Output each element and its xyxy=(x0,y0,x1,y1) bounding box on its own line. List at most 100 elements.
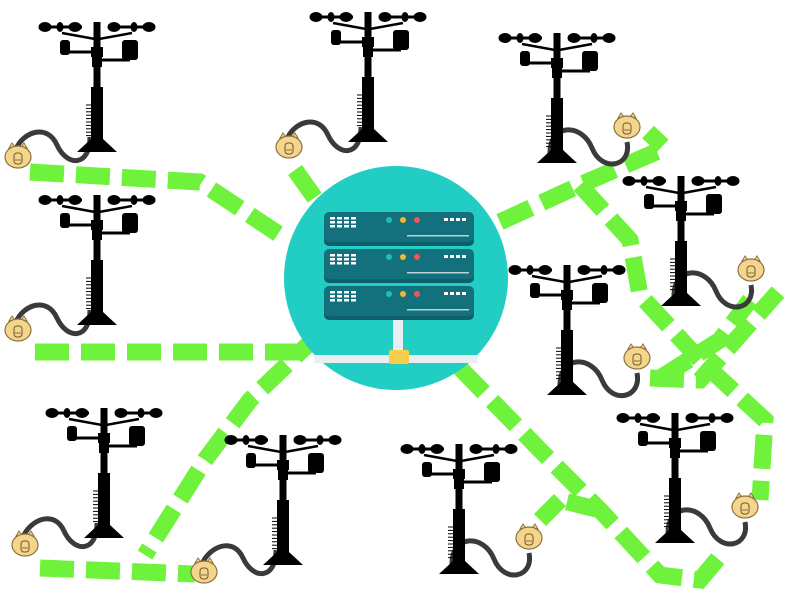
anemometer-cup xyxy=(68,195,82,205)
anemometer-cup xyxy=(75,408,89,418)
anemometer-cup xyxy=(142,195,156,205)
link-3 xyxy=(496,125,681,230)
sensor-right xyxy=(582,51,598,71)
anemometer-cup xyxy=(224,435,238,445)
sensor-right xyxy=(700,431,716,451)
mast-base xyxy=(348,77,388,142)
anemometer-cup xyxy=(401,12,409,22)
mast-base xyxy=(84,473,124,538)
server-unit-2 xyxy=(324,249,474,283)
server-unit-body xyxy=(324,212,474,242)
anemometer-cup xyxy=(430,444,444,454)
anemometer-cup xyxy=(622,176,636,186)
capybara-icon xyxy=(4,142,32,169)
anemometer-cup xyxy=(309,12,323,22)
led-icon xyxy=(386,291,392,297)
sensor-right xyxy=(393,30,409,50)
node-station-9 xyxy=(400,444,543,578)
sensor-right xyxy=(592,283,608,303)
anemometer-cup xyxy=(526,265,534,275)
sensor-right xyxy=(484,462,500,482)
capybara-icon xyxy=(731,492,759,519)
mast-base xyxy=(263,500,303,565)
node-station-4 xyxy=(4,195,156,342)
link-12 xyxy=(557,491,603,519)
cable-icon xyxy=(13,302,93,337)
anemometer-cup xyxy=(254,435,268,445)
link-1 xyxy=(29,163,285,243)
anemometer-cup xyxy=(602,33,616,43)
anemometer-cup xyxy=(114,408,128,418)
weather-station-icon xyxy=(508,265,626,395)
anemometer-cup xyxy=(652,176,666,186)
node-station-10 xyxy=(616,413,759,547)
anemometer-cup xyxy=(640,176,648,186)
anemometer-cup xyxy=(400,444,414,454)
anemometer-cup xyxy=(708,413,716,423)
anemometer-cup xyxy=(38,22,52,32)
weather-station-icon xyxy=(309,12,427,142)
anemometer-cup xyxy=(504,444,518,454)
server-unit-3 xyxy=(324,286,474,320)
sensor-right xyxy=(308,453,324,473)
anemometer-cup xyxy=(56,195,64,205)
anemometer-cup xyxy=(528,33,542,43)
anemometer-cup xyxy=(516,33,524,43)
server-unit-1 xyxy=(324,212,474,246)
anemometer-cup xyxy=(720,413,734,423)
anemometer-cup xyxy=(498,33,512,43)
anemometer-cup xyxy=(590,33,598,43)
mast-base xyxy=(77,87,117,152)
link-11 xyxy=(655,294,757,386)
anemometer-cup xyxy=(685,413,699,423)
anemometer-cup xyxy=(538,265,552,275)
mast-base xyxy=(655,478,695,543)
anemometer-cup xyxy=(616,413,630,423)
capybara-icon xyxy=(275,132,303,159)
node-station-5 xyxy=(622,176,765,310)
anemometer-cup xyxy=(68,22,82,32)
anemometer-cup xyxy=(634,413,642,423)
mast-base xyxy=(537,98,577,163)
sensor-right xyxy=(122,213,138,233)
anemometer-cup xyxy=(378,12,392,22)
anemometer-cup xyxy=(149,408,163,418)
anemometer-cup xyxy=(418,444,426,454)
capybara-icon xyxy=(190,557,218,584)
led-icon xyxy=(400,254,406,260)
server-unit-body xyxy=(324,249,474,279)
anemometer-cup xyxy=(691,176,705,186)
anemometer-cup xyxy=(339,12,353,22)
weather-station-icon xyxy=(38,22,156,152)
capybara-icon xyxy=(515,523,543,550)
node-station-2 xyxy=(275,12,427,159)
capybara-icon xyxy=(613,112,641,139)
mast-base xyxy=(547,330,587,395)
server-stand xyxy=(393,318,403,358)
anemometer-cup xyxy=(577,265,591,275)
sensor-right xyxy=(706,194,722,214)
capybara-icon xyxy=(4,315,32,342)
anemometer-cup xyxy=(107,195,121,205)
anemometer-cup xyxy=(600,265,608,275)
anemometer-cup xyxy=(316,435,324,445)
anemometer-cup xyxy=(107,22,121,32)
node-station-6 xyxy=(508,265,651,399)
anemometer-cup xyxy=(413,12,427,22)
link-2 xyxy=(288,165,322,203)
anemometer-cup xyxy=(63,408,71,418)
led-icon xyxy=(414,217,420,223)
anemometer-cup xyxy=(612,265,626,275)
led-icon xyxy=(400,217,406,223)
anemometer-cup xyxy=(130,195,138,205)
weather-station-icon xyxy=(400,444,518,574)
link-6 xyxy=(137,326,326,560)
weather-station-icon xyxy=(45,408,163,538)
cable-icon xyxy=(284,119,364,154)
weather-station-icon xyxy=(498,33,616,163)
weather-station-icon xyxy=(38,195,156,325)
node-station-7 xyxy=(11,408,163,557)
anemometer-cup xyxy=(726,176,740,186)
node-station-1 xyxy=(4,22,156,169)
